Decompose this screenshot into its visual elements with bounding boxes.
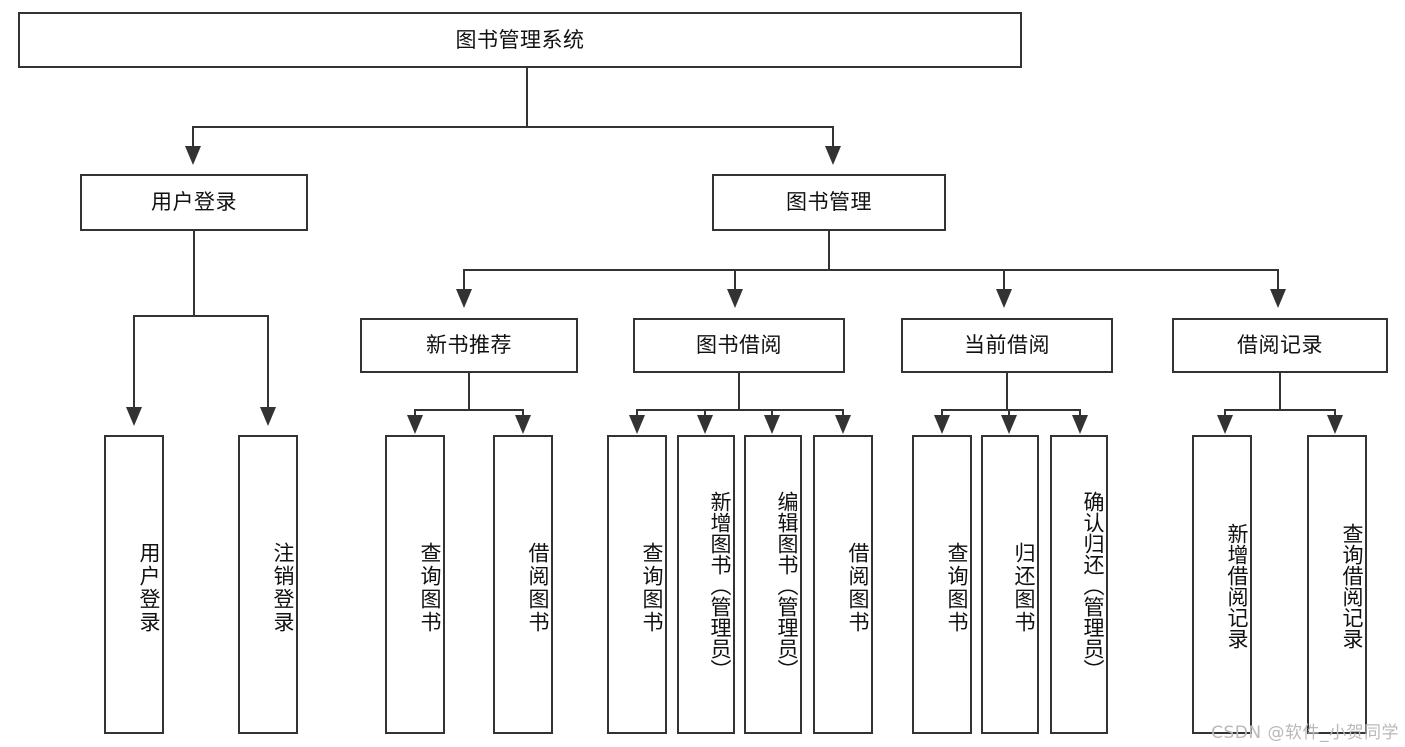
connector-book-borrow-bus — [636, 409, 844, 411]
leaf-bb-borrow-book[interactable]: 借阅图书 — [813, 435, 873, 734]
arrowhead-bb-add-book — [697, 415, 713, 434]
node-label: 图书管理 — [786, 190, 872, 215]
leaf-br-add-record[interactable]: 新增借阅记录 — [1192, 435, 1252, 734]
leaf-bb-edit-book[interactable]: 编辑图书（管理员） — [744, 435, 802, 734]
arrowhead-bb-query-book — [629, 415, 645, 434]
arrowhead-bb-edit-book — [764, 415, 780, 434]
node-book-management[interactable]: 图书管理 — [712, 174, 946, 231]
node-new-book-recommend[interactable]: 新书推荐 — [360, 318, 578, 373]
leaf-user-login[interactable]: 用户登录 — [104, 435, 164, 734]
leaf-nbr-query-book[interactable]: 查询图书 — [385, 435, 445, 734]
node-label: 查询图书 — [945, 541, 969, 634]
node-label: 新书推荐 — [426, 333, 512, 358]
connector-user-login-drop-1 — [133, 315, 135, 409]
arrowhead-nbr-borrow-book — [515, 415, 531, 434]
node-label: 当前借阅 — [964, 333, 1050, 358]
arrowhead-book-borrow — [727, 289, 743, 308]
arrowhead-nbr-query-book — [407, 415, 423, 434]
node-label: 用户登录 — [137, 541, 161, 634]
arrowhead-br-query-record — [1327, 415, 1343, 434]
connector-bb-drop-1 — [636, 409, 638, 417]
connector-user-login-drop-2 — [267, 315, 269, 409]
arrowhead-cb-query-book — [934, 415, 950, 434]
arrowhead-br-add-record — [1217, 415, 1233, 434]
arrowhead-bb-borrow-book — [835, 415, 851, 434]
leaf-bb-query-book[interactable]: 查询图书 — [607, 435, 667, 734]
connector-book-borrow-stem — [738, 373, 740, 411]
node-label: 编辑图书（管理员） — [775, 491, 799, 680]
connector-new-book-recommend-stem — [468, 373, 470, 411]
node-label: 用户登录 — [151, 190, 237, 215]
connector-new-book-recommend-bus — [414, 409, 524, 411]
arrowhead-current-borrow — [996, 289, 1012, 308]
connector-root-bus — [192, 126, 834, 128]
node-label: 新增借阅记录 — [1225, 522, 1249, 649]
connector-br-drop-2 — [1334, 409, 1336, 417]
watermark-text: CSDN @软件_小贺同学 — [1211, 723, 1399, 743]
connector-current-borrow-bus — [941, 409, 1081, 411]
node-label: 查询图书 — [640, 541, 664, 634]
node-label: 查询图书 — [418, 541, 442, 634]
leaf-cb-query-book[interactable]: 查询图书 — [912, 435, 972, 734]
connector-level3-bus — [463, 269, 1279, 271]
node-current-borrow[interactable]: 当前借阅 — [901, 318, 1113, 373]
node-user-login[interactable]: 用户登录 — [80, 174, 308, 231]
arrowhead-cb-confirm-return — [1072, 415, 1088, 434]
connector-current-borrow-stem — [1006, 373, 1008, 411]
connector-user-login-stem — [193, 231, 195, 317]
node-label: 新增图书（管理员） — [708, 491, 732, 680]
leaf-cb-confirm-return[interactable]: 确认归还（管理员） — [1050, 435, 1108, 734]
connector-bb-drop-3 — [771, 409, 773, 417]
connector-user-login-bus — [133, 315, 269, 317]
leaf-nbr-borrow-book[interactable]: 借阅图书 — [493, 435, 553, 734]
connector-nbr-drop-1 — [414, 409, 416, 417]
connector-root-to-book-management — [832, 126, 834, 148]
node-label: 借阅图书 — [846, 541, 870, 634]
node-label: 图书管理系统 — [455, 27, 585, 52]
arrowhead-leaf-logout — [260, 407, 276, 426]
arrowhead-new-book-recommend — [456, 289, 472, 308]
connector-br-drop-1 — [1224, 409, 1226, 417]
node-label: 借阅图书 — [526, 541, 550, 634]
connector-level3-drop-1 — [463, 269, 465, 291]
leaf-cb-return-book[interactable]: 归还图书 — [981, 435, 1039, 734]
arrowhead-borrow-record — [1270, 289, 1286, 308]
connector-book-management-stem — [828, 231, 830, 271]
node-root-book-management-system[interactable]: 图书管理系统 — [18, 12, 1022, 68]
arrowhead-book-management — [825, 146, 841, 165]
arrowhead-leaf-user-login — [126, 407, 142, 426]
connector-cb-drop-1 — [941, 409, 943, 417]
node-book-borrow[interactable]: 图书借阅 — [633, 318, 845, 373]
leaf-logout[interactable]: 注销登录 — [238, 435, 298, 734]
connector-borrow-record-bus — [1224, 409, 1336, 411]
node-label: 注销登录 — [271, 541, 295, 634]
connector-root-stem — [526, 68, 528, 126]
connector-bb-drop-2 — [704, 409, 706, 417]
connector-borrow-record-stem — [1279, 373, 1281, 411]
arrowhead-user-login — [185, 146, 201, 165]
arrowhead-cb-return-book — [1001, 415, 1017, 434]
connector-level3-drop-3 — [1003, 269, 1005, 291]
connector-root-to-user-login — [192, 126, 194, 148]
node-label: 确认归还（管理员） — [1081, 491, 1105, 680]
connector-level3-drop-2 — [734, 269, 736, 291]
node-borrow-record[interactable]: 借阅记录 — [1172, 318, 1388, 373]
connector-bb-drop-4 — [842, 409, 844, 417]
connector-level3-drop-4 — [1277, 269, 1279, 291]
connector-cb-drop-3 — [1079, 409, 1081, 417]
node-label: 查询借阅记录 — [1340, 522, 1364, 649]
leaf-br-query-record[interactable]: 查询借阅记录 — [1307, 435, 1367, 734]
connector-cb-drop-2 — [1008, 409, 1010, 417]
node-label: 图书借阅 — [696, 333, 782, 358]
connector-nbr-drop-2 — [522, 409, 524, 417]
node-label: 借阅记录 — [1237, 333, 1323, 358]
leaf-bb-add-book[interactable]: 新增图书（管理员） — [677, 435, 735, 734]
node-label: 归还图书 — [1012, 541, 1036, 634]
